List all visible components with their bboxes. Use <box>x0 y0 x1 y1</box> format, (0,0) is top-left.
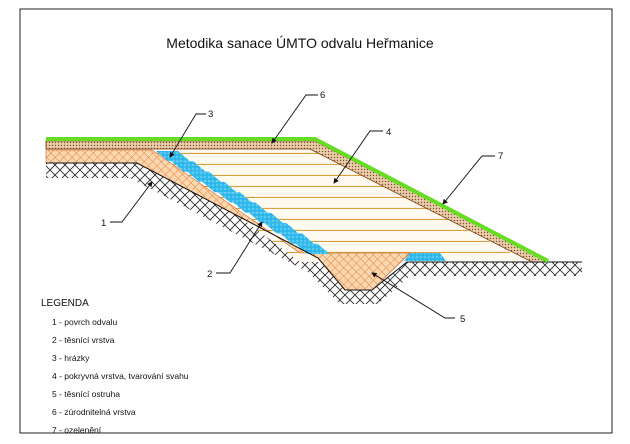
legend-item: 5 - těsnící ostruha <box>52 389 120 399</box>
svg-text:1: 1 <box>101 218 106 229</box>
callout-3: 3 <box>169 109 213 158</box>
svg-text:5: 5 <box>460 314 465 325</box>
legend-item: 1 - povrch odvalu <box>52 317 117 327</box>
dam-block <box>187 171 221 182</box>
ground-hatch <box>46 163 582 304</box>
svg-text:7: 7 <box>498 151 503 162</box>
callout-4: 4 <box>333 127 391 184</box>
callout-5: 5 <box>371 272 465 325</box>
frame <box>19 8 613 434</box>
svg-text:2: 2 <box>207 269 212 280</box>
svg-text:3: 3 <box>208 109 213 120</box>
callout-7: 7 <box>442 151 503 205</box>
dam-block <box>218 192 252 203</box>
ground-line <box>46 162 582 291</box>
dams-group <box>156 151 446 261</box>
dam-block <box>404 253 446 261</box>
dam-block <box>202 181 237 193</box>
dam-block <box>233 202 268 213</box>
svg-text:4: 4 <box>386 127 391 138</box>
dam-block <box>171 161 206 172</box>
callout-1: 1 <box>101 181 153 229</box>
legend-item: 3 - hrázky <box>52 353 90 363</box>
dam-block <box>280 233 314 244</box>
cover-layer-body <box>46 148 528 262</box>
legend-heading: LEGENDA <box>41 298 89 309</box>
diagram-title: Metodika sanace ÚMTO odvalu Heřmanice <box>166 35 434 51</box>
dam-block <box>249 212 283 224</box>
legend-item: 4 - pokryvná vrstva, tvarování svahu <box>52 371 189 381</box>
legend-item: 7 - ozelenění <box>52 425 102 435</box>
legend: LEGENDA 1 - povrch odvalu 2 - těsnící vr… <box>41 298 189 435</box>
legend-item: 2 - těsnící vrstva <box>52 335 115 345</box>
dam-block <box>295 243 330 254</box>
callout-2: 2 <box>207 221 263 280</box>
greenery-line <box>46 137 549 263</box>
dam-block <box>264 223 299 234</box>
callout-6: 6 <box>271 90 325 144</box>
svg-text:6: 6 <box>320 90 325 101</box>
legend-item: 6 - zúrodnitelná vrstva <box>52 407 136 417</box>
